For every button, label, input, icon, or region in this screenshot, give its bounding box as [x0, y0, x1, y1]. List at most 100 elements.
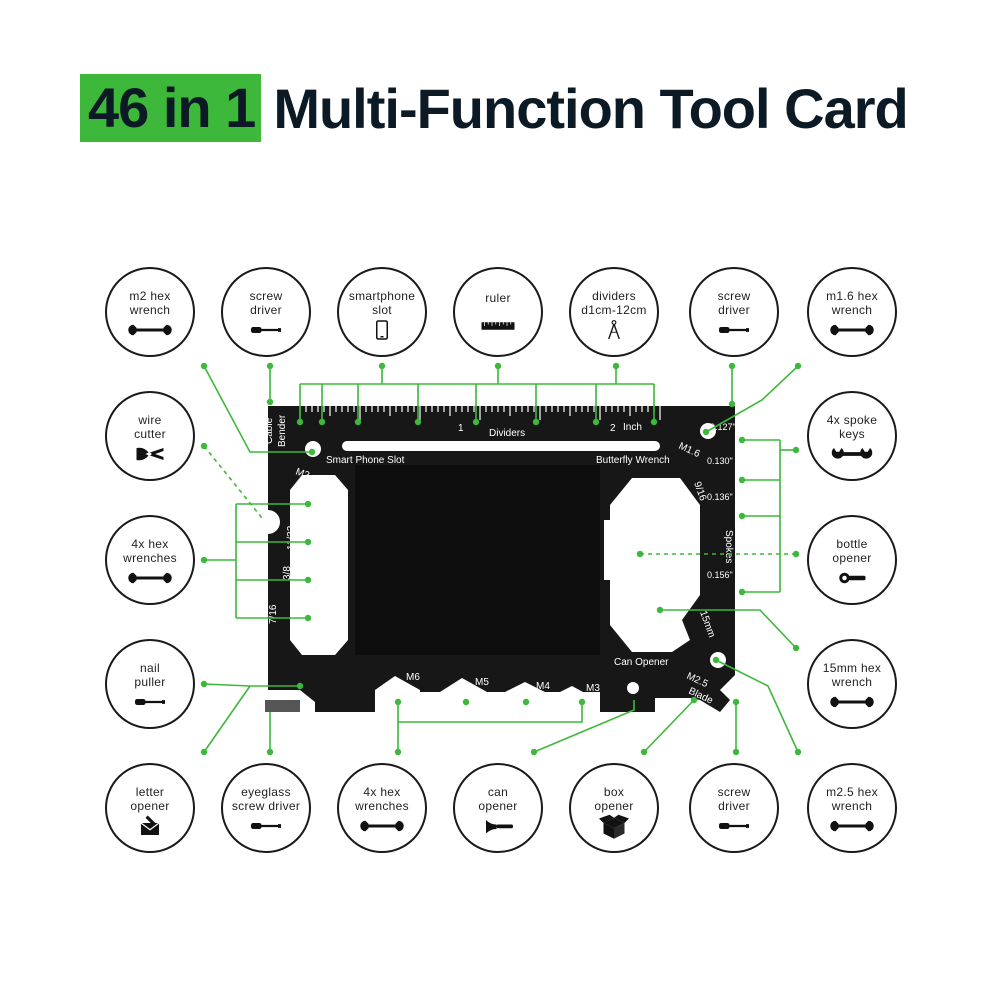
circle-label: nail [140, 661, 160, 675]
circle-label: m2 hex [129, 289, 170, 303]
circle-label: wire [137, 413, 161, 427]
circle-ruler: ruler [453, 267, 543, 357]
wire-cutter-notch [268, 510, 280, 534]
hex-wrench-cutout-left [290, 475, 348, 655]
letter-opener-blade [265, 700, 300, 712]
circle-label: driver [718, 799, 750, 813]
circle-label: 4x spoke [827, 413, 877, 427]
circle-label: wrench [831, 675, 872, 689]
circle-label: opener [130, 799, 169, 813]
circle-outline [807, 639, 897, 729]
circle-outline [453, 763, 543, 853]
feature-circles: m2 hexwrenchscrewdriversmartphoneslotrul… [105, 267, 897, 853]
circle-outline [689, 267, 779, 357]
circle-label: driver [250, 303, 282, 317]
circle-label: slot [372, 303, 392, 317]
circle-outline [105, 515, 195, 605]
circle-label: dividers [592, 289, 636, 303]
circle-label: can [488, 785, 508, 799]
circle-outline [807, 267, 897, 357]
notch-right [604, 520, 616, 580]
notch-m6 [375, 676, 420, 712]
tool-card: Cable Bender M2 Smart Phone Slot Butterf… [264, 406, 736, 712]
label-38: 3/8 [282, 566, 293, 580]
circle-label: driver [718, 303, 750, 317]
circle-label: screw [718, 785, 751, 799]
circle-label: wrenches [122, 551, 177, 565]
label-716: 7/16 [268, 604, 279, 624]
circle-label: screw [250, 289, 283, 303]
label-butterfly-wrench: Butterfly Wrench [596, 455, 670, 466]
label-516: 5/16 [290, 495, 301, 515]
label-m2: M2 [294, 466, 311, 481]
circle-label: opener [594, 799, 633, 813]
circle-label: m2.5 hex [826, 785, 878, 799]
center-cutout [355, 465, 600, 655]
circle-label: wrenches [354, 799, 409, 813]
spoke-key-cutout-right [610, 478, 700, 652]
circle-outline [221, 267, 311, 357]
circle-label: cutter [134, 427, 166, 441]
circle-label: m1.6 hex [826, 289, 878, 303]
circle-label: bottle [836, 537, 867, 551]
circle-outline [105, 267, 195, 357]
callout-leader-dots [200, 362, 802, 756]
circle-label: smartphone [349, 289, 415, 303]
label-1132: 11/32 [286, 525, 297, 550]
label-spoke-0130: 0.130" [707, 456, 733, 466]
circle-label: puller [134, 675, 165, 689]
circle-outline [807, 515, 897, 605]
title-main: Multi-Function Tool Card [273, 76, 908, 140]
circle-outline [105, 763, 195, 853]
page-title: 46 in 1 Multi-Function Tool Card [80, 72, 909, 144]
circle-label: ruler [485, 291, 511, 305]
label-spoke-0136: 0.136" [707, 492, 733, 502]
circle-label: d1cm-12cm [581, 303, 646, 317]
notch-m5 [440, 678, 487, 712]
label-spokes: Spokes [723, 530, 734, 563]
circle-label: box [604, 785, 624, 799]
label-dividers: Dividers [489, 428, 525, 439]
label-ruler-1: 1 [458, 423, 464, 434]
label-m6: M6 [406, 672, 420, 683]
circle-outline [337, 763, 427, 853]
circle-label: screw [718, 289, 751, 303]
circle-label: screw driver [232, 799, 300, 813]
ruler-icon [481, 321, 515, 331]
label-cable-bender-1: Cable [264, 417, 275, 444]
circle-outline [807, 391, 897, 481]
circle-outline [453, 267, 543, 357]
phone-slot-cutout [342, 441, 660, 451]
circle-label: eyeglass [241, 785, 291, 799]
circle-outline [105, 391, 195, 481]
circle-outline [569, 267, 659, 357]
circle-label: wrench [129, 303, 170, 317]
label-m5: M5 [475, 677, 489, 688]
circle-label: opener [478, 799, 517, 813]
title-highlight: 46 in 1 [80, 74, 262, 142]
circle-label: 15mm hex [823, 661, 881, 675]
circle-outline [689, 763, 779, 853]
label-spoke-0127: 0.127" [710, 422, 736, 432]
circle-outline [569, 763, 659, 853]
circle-label: wrench [831, 799, 872, 813]
ruler-ticks [299, 406, 661, 420]
label-ruler-2: 2 [610, 423, 616, 434]
